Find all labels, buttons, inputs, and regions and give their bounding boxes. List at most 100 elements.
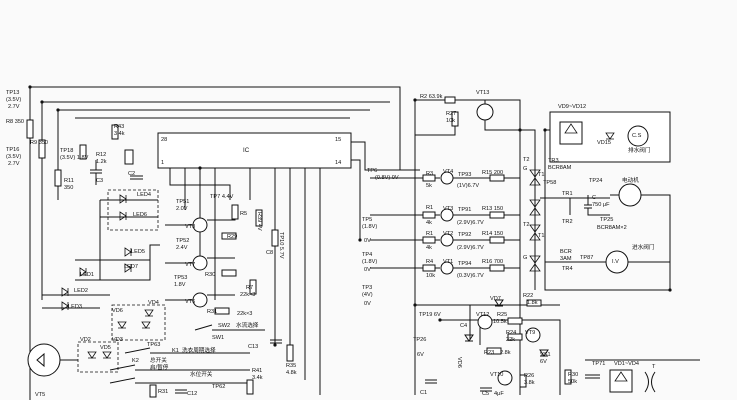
label-tp92: TP92 bbox=[458, 232, 472, 238]
label-tp52: TP52 bbox=[176, 238, 190, 244]
label-vd4: VD4 bbox=[148, 300, 159, 306]
label-tp71: TP71 bbox=[592, 361, 606, 367]
label-cs: C.S bbox=[632, 133, 642, 139]
label-r25: R25 bbox=[497, 312, 508, 318]
label-c4: C4 bbox=[460, 323, 468, 329]
label-motor: 电动机 bbox=[622, 178, 639, 184]
label-r22k: 22k×3 bbox=[237, 311, 253, 317]
label-tp13-v2: 2.7V bbox=[8, 104, 20, 110]
label-vt2: VT2 bbox=[443, 231, 454, 237]
label-tp91-v: (2.9V)6.7V bbox=[457, 220, 484, 226]
label-r43: R43 bbox=[114, 124, 125, 130]
label-r4-v: 10k bbox=[426, 273, 436, 279]
label-vd7: VD7 bbox=[490, 296, 501, 302]
label-g2: G bbox=[523, 255, 528, 261]
label-c12: C12 bbox=[187, 391, 198, 397]
label-c-v: 750 μF bbox=[592, 202, 610, 208]
label-tp19: TP19 6V bbox=[419, 312, 441, 318]
label-t2: T2 bbox=[523, 157, 530, 163]
label-tp3-v: (4V) bbox=[362, 292, 373, 298]
label-vt7: VT7 bbox=[185, 262, 196, 268]
label-r1b: R1 bbox=[426, 231, 434, 237]
label-c5-v: 4μF bbox=[494, 391, 504, 397]
label-r3-v: 5k bbox=[426, 183, 432, 189]
label-r41: R41 bbox=[252, 368, 263, 374]
label-c2: C2 bbox=[128, 171, 136, 177]
label-tp18-v: (3.5V) 1.8V bbox=[60, 155, 89, 161]
label-led5: LED5 bbox=[131, 249, 145, 255]
label-g: G bbox=[523, 166, 528, 172]
label-tp51: TP51 bbox=[176, 199, 190, 205]
label-tp87: TP87 bbox=[580, 255, 594, 261]
label-tp16-v2: 2.7V bbox=[8, 161, 20, 167]
label-tp16: TP16 bbox=[6, 147, 20, 153]
label-tr3-v: BCR8AM bbox=[548, 165, 572, 171]
label-tp94-v: (0.3V)6.7V bbox=[457, 273, 484, 279]
label-vt9: VT9 bbox=[525, 330, 536, 336]
label-vt3: VT3 bbox=[443, 206, 454, 212]
label-tp4-v: (1.8V) bbox=[362, 259, 378, 265]
label-led4: LED4 bbox=[137, 192, 151, 198]
label-c8: C8 bbox=[266, 250, 274, 256]
label-t2b: T2 bbox=[523, 222, 530, 228]
label-r5: R5 bbox=[240, 211, 248, 217]
label-k2: K2 bbox=[132, 358, 139, 364]
label-r14: R14 150 bbox=[482, 231, 504, 237]
label-water-switch: 水位开关 bbox=[190, 372, 213, 378]
label-drain-valve: 排水阀门 bbox=[628, 148, 651, 154]
label-led7: LED7 bbox=[124, 264, 138, 270]
label-iv: I.V bbox=[612, 259, 619, 265]
label-r35: R35 bbox=[286, 363, 297, 369]
label-r15: R15 200 bbox=[482, 170, 504, 176]
label-tp63: TP63 bbox=[147, 342, 161, 348]
label-vd2: VD2 bbox=[80, 337, 91, 343]
label-vt1: VT1 bbox=[443, 259, 454, 265]
label-water-select: 水流选择 bbox=[236, 323, 259, 329]
label-vd15: VD15 bbox=[597, 140, 611, 146]
label-r8: R8 350 bbox=[6, 119, 25, 125]
label-tp13: TP13 bbox=[6, 90, 20, 96]
label-bcr: BCR bbox=[560, 249, 572, 255]
label-vd1-vd4: VD1~VD4 bbox=[614, 361, 640, 367]
label-onoff: 总开关 bbox=[150, 358, 167, 364]
label-tp6: TP6 bbox=[367, 168, 378, 174]
label-tp26: TP26 bbox=[413, 337, 427, 343]
label-tp51-v: 2.0V bbox=[176, 206, 188, 212]
label-r3: R3 bbox=[426, 171, 434, 177]
label-vt8: VT8 bbox=[185, 224, 196, 230]
label-r26: R26 bbox=[524, 373, 535, 379]
label-tp58: TP58 bbox=[543, 180, 557, 186]
label-vs1: VS1 bbox=[540, 352, 551, 358]
label-vd6: VD6 bbox=[112, 308, 123, 314]
label-tp93: TP93 bbox=[458, 172, 472, 178]
label-tp94: TP94 bbox=[458, 261, 472, 267]
label-tp52-v: 2.4V bbox=[176, 245, 188, 251]
label-tr3: TR3 bbox=[548, 158, 559, 164]
label-r43-v: 3.4k bbox=[114, 131, 125, 137]
label-tp3: TP3 bbox=[362, 285, 373, 291]
label-r11-v: 350 bbox=[64, 185, 74, 191]
label-led2: LED2 bbox=[74, 288, 88, 294]
label-vt13: VT13 bbox=[476, 90, 490, 96]
label-vd6b: VD6 bbox=[456, 357, 462, 368]
label-r30: R30 bbox=[205, 272, 216, 278]
label-vt4: VT4 bbox=[443, 169, 454, 175]
label-r22-v: 1.8k bbox=[527, 300, 538, 306]
label-vd3: VD3 bbox=[112, 337, 123, 343]
label-tp3-v2: 0V bbox=[364, 301, 371, 307]
label-pin14: 14 bbox=[335, 160, 342, 166]
label-r7: R7 bbox=[246, 285, 254, 291]
label-c5: C5 bbox=[482, 391, 490, 397]
label-r22: R22 bbox=[523, 293, 534, 299]
label-vt10: VT10 bbox=[490, 372, 504, 378]
label-tp16-v: (3.5V) bbox=[6, 154, 22, 160]
label-vd5: VD5 bbox=[100, 345, 111, 351]
label-tp24: TP24 bbox=[589, 178, 603, 184]
label-tp5-v2: 0V bbox=[364, 238, 371, 244]
label-tp26-v: 6V bbox=[417, 352, 424, 358]
label-start-pause: 启/暂停 bbox=[150, 365, 169, 371]
label-r23: R23 bbox=[484, 350, 495, 356]
label-r30b-v: 50k bbox=[568, 379, 578, 385]
